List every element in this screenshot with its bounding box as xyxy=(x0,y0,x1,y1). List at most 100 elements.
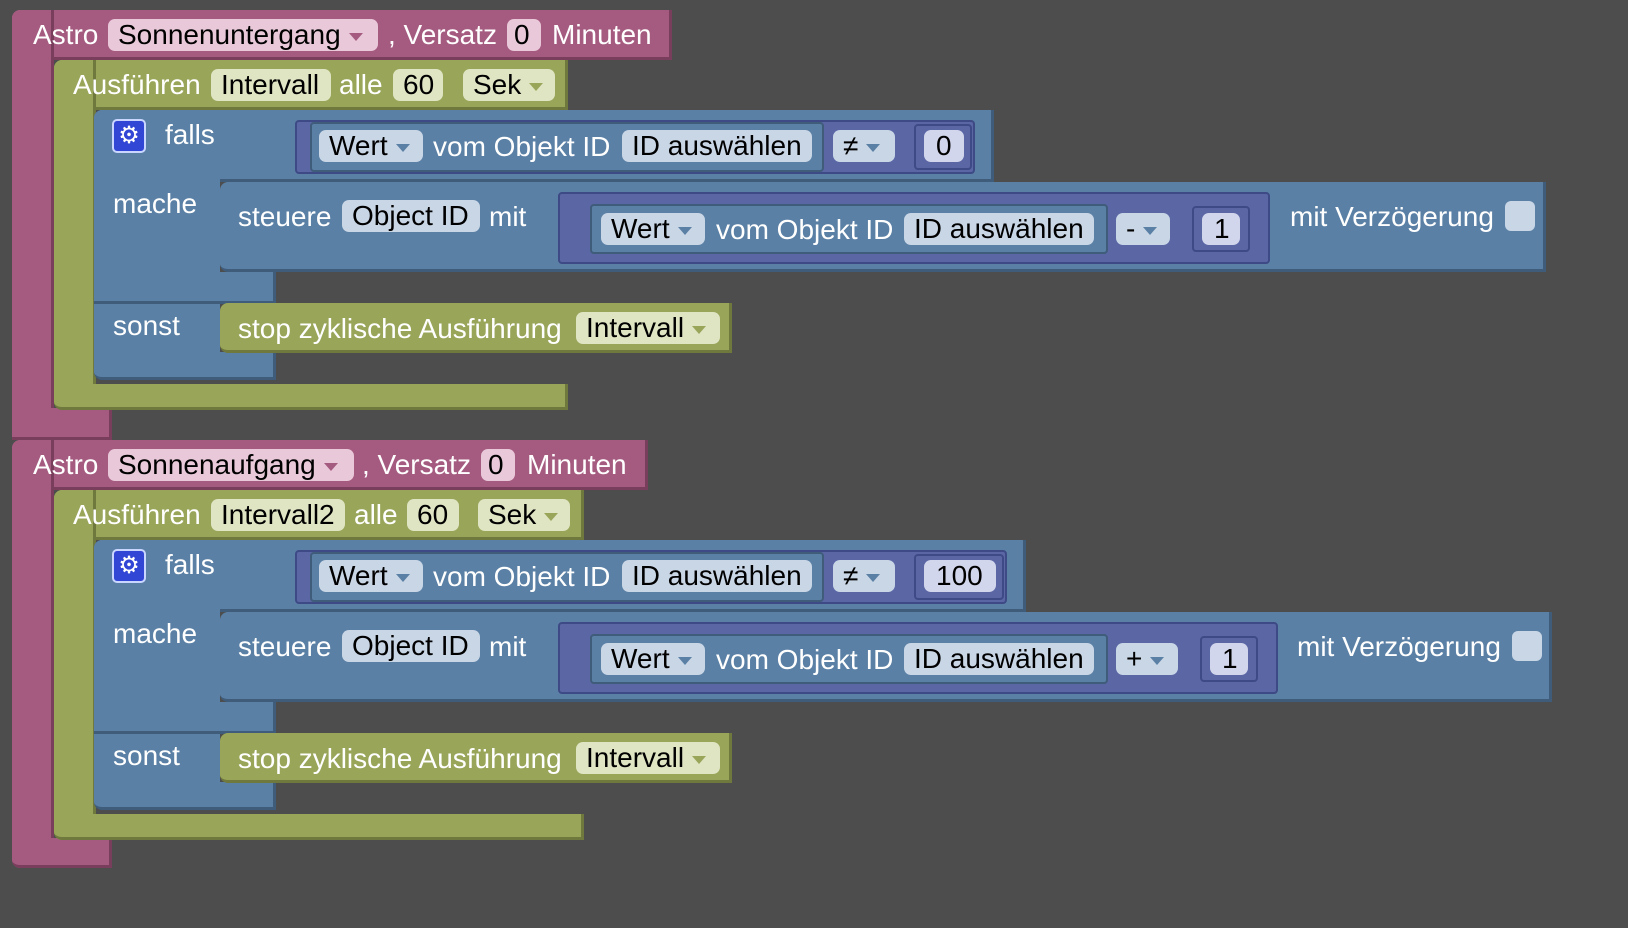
stop-interval-dropdown[interactable]: Intervall xyxy=(576,312,720,344)
chevron-down-icon xyxy=(1150,656,1165,665)
cond-op-value: ≠ xyxy=(843,560,859,591)
astro-side-bar xyxy=(12,440,54,868)
delay-checkbox[interactable] xyxy=(1512,631,1542,661)
interval-value-input[interactable]: 60 xyxy=(393,69,443,101)
delay-checkbox[interactable] xyxy=(1505,201,1535,231)
do-label: mache xyxy=(113,188,198,219)
do-label: mache xyxy=(113,618,198,649)
astro-event-dropdown[interactable]: Sonnenaufgang xyxy=(108,449,354,481)
cond-number-input[interactable]: 100 xyxy=(924,560,996,592)
else-label: sonst xyxy=(113,740,180,771)
interval-value: 60 xyxy=(417,499,449,530)
math-op-value: + xyxy=(1126,643,1143,674)
gear-icon[interactable]: ⚙ xyxy=(112,549,146,583)
cond-number-value: 0 xyxy=(936,130,952,161)
chevron-down-icon xyxy=(692,755,707,764)
chevron-down-icon xyxy=(348,32,363,41)
stop-interval-value: Intervall xyxy=(586,742,685,773)
cond-from-label: vom Objekt ID xyxy=(433,131,611,162)
set-target-picker[interactable]: Object ID xyxy=(342,630,480,662)
delay-label: mit Verzögerung xyxy=(1297,631,1501,662)
offset-input[interactable]: 0 xyxy=(507,19,541,51)
cond-number-input[interactable]: 0 xyxy=(924,130,964,162)
stop-interval-value: Intervall xyxy=(586,312,685,343)
cond-number-value: 100 xyxy=(936,560,983,591)
if-label: falls xyxy=(165,549,215,580)
interval-footer xyxy=(54,384,568,410)
chevron-down-icon xyxy=(677,656,692,665)
stop-label: stop zyklische Ausführung xyxy=(238,743,562,774)
chevron-down-icon xyxy=(529,82,544,91)
chevron-down-icon xyxy=(395,573,410,582)
astro-label: Astro xyxy=(33,19,99,50)
math-prop-dropdown[interactable]: Wert xyxy=(601,643,705,675)
unit-dropdown[interactable]: Sek xyxy=(478,499,570,531)
cond-op-dropdown[interactable]: ≠ xyxy=(833,560,895,592)
interval-name-input[interactable]: Intervall2 xyxy=(211,499,345,531)
offset-input[interactable]: 0 xyxy=(481,449,515,481)
cond-op-value: ≠ xyxy=(843,130,859,161)
math-from-label: vom Objekt ID xyxy=(716,214,894,245)
run-label: Ausführen xyxy=(73,69,201,100)
math-object-picker[interactable]: ID auswählen xyxy=(904,213,1094,245)
astro-side-bar xyxy=(12,10,54,438)
astro-event-value: Sonnenaufgang xyxy=(118,449,316,480)
if-side-bar xyxy=(94,110,220,370)
math-prop-value: Wert xyxy=(611,643,670,674)
offset-value: 0 xyxy=(514,19,530,50)
interval-name-value: Intervall2 xyxy=(221,499,335,530)
offset-label: , Versatz xyxy=(362,449,471,480)
math-prop-dropdown[interactable]: Wert xyxy=(601,213,705,245)
do-footer xyxy=(94,702,276,734)
minutes-label: Minuten xyxy=(552,19,652,50)
math-number-input[interactable]: 1 xyxy=(1210,643,1248,675)
interval-value: 60 xyxy=(403,69,435,100)
interval-footer xyxy=(54,814,584,840)
set-target-value: Object ID xyxy=(352,200,469,231)
math-number-value: 1 xyxy=(1214,213,1230,244)
set-label: steuere xyxy=(238,201,332,232)
interval-side-bar xyxy=(54,490,96,840)
cond-object-picker[interactable]: ID auswählen xyxy=(622,560,812,592)
if-footer xyxy=(94,352,276,380)
astro-footer xyxy=(12,838,112,868)
cond-object-value: ID auswählen xyxy=(632,560,802,591)
math-number-input[interactable]: 1 xyxy=(1202,213,1240,245)
cond-object-value: ID auswählen xyxy=(632,130,802,161)
cond-op-dropdown[interactable]: ≠ xyxy=(833,130,895,162)
chevron-down-icon xyxy=(395,143,410,152)
cond-prop-value: Wert xyxy=(329,130,388,161)
interval-name-value: Intervall xyxy=(221,69,320,100)
astro-footer xyxy=(12,408,112,440)
cond-prop-dropdown[interactable]: Wert xyxy=(319,130,423,162)
every-label: alle xyxy=(354,499,398,530)
every-label: alle xyxy=(339,69,383,100)
math-op-value: - xyxy=(1126,213,1136,244)
interval-name-input[interactable]: Intervall xyxy=(211,69,331,101)
cond-prop-dropdown[interactable]: Wert xyxy=(319,560,423,592)
math-op-dropdown[interactable]: + xyxy=(1116,643,1178,675)
stop-interval-dropdown[interactable]: Intervall xyxy=(576,742,720,774)
astro-event-dropdown[interactable]: Sonnenuntergang xyxy=(108,19,378,51)
math-from-label: vom Objekt ID xyxy=(716,644,894,675)
interval-value-input[interactable]: 60 xyxy=(407,499,459,531)
set-target-value: Object ID xyxy=(352,630,469,661)
math-object-picker[interactable]: ID auswählen xyxy=(904,643,1094,675)
astro-label: Astro xyxy=(33,449,99,480)
set-label: steuere xyxy=(238,631,332,662)
do-footer xyxy=(94,272,276,304)
chevron-down-icon xyxy=(866,573,881,582)
math-number-value: 1 xyxy=(1222,643,1238,674)
with-label: mit xyxy=(489,201,527,232)
with-label: mit xyxy=(489,631,527,662)
unit-dropdown[interactable]: Sek xyxy=(463,69,555,101)
math-prop-value: Wert xyxy=(611,213,670,244)
math-object-value: ID auswählen xyxy=(914,643,1084,674)
gear-icon[interactable]: ⚙ xyxy=(112,119,146,153)
set-target-picker[interactable]: Object ID xyxy=(342,200,480,232)
math-op-dropdown[interactable]: - xyxy=(1116,213,1170,245)
astro-event-value: Sonnenuntergang xyxy=(118,19,341,50)
cond-from-label: vom Objekt ID xyxy=(433,561,611,592)
chevron-down-icon xyxy=(692,325,707,334)
cond-object-picker[interactable]: ID auswählen xyxy=(622,130,812,162)
